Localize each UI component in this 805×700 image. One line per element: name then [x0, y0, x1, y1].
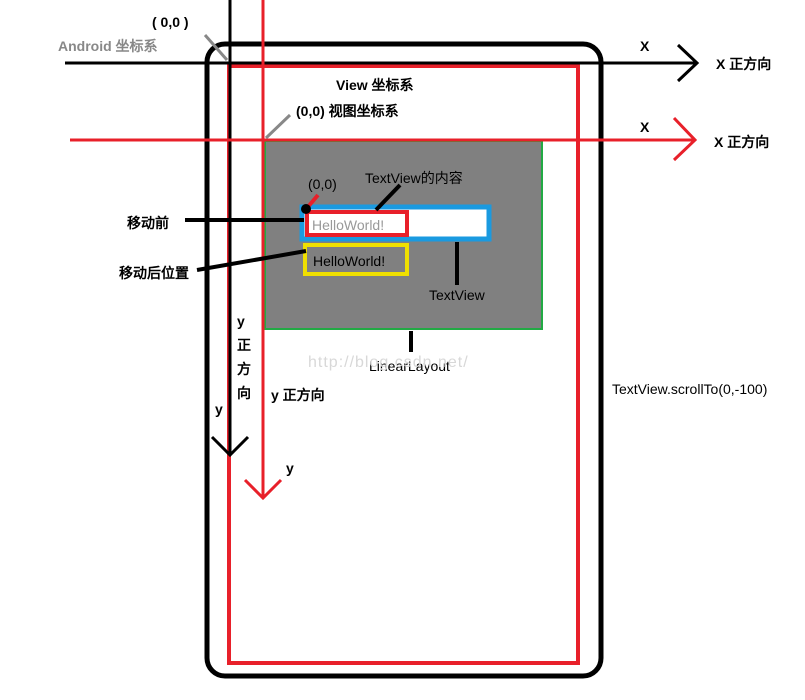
view-origin-pointer — [264, 113, 292, 140]
scroll-call-label: TextView.scrollTo(0,-100) — [612, 381, 767, 397]
android-y-label: y — [215, 401, 223, 417]
y-vertical-char-2: 正 — [237, 337, 251, 353]
android-x-positive-label: X 正方向 — [716, 56, 771, 72]
textview-content-label: TextView的内容 — [365, 170, 463, 186]
y-vertical-char-1: y — [237, 313, 245, 329]
y-vertical-char-3: 方 — [237, 361, 251, 377]
watermark-text: http://blog.csdn.net/ — [308, 354, 469, 371]
android-origin-label: ( 0,0 ) — [152, 14, 189, 30]
view-x-positive-label: X 正方向 — [714, 134, 769, 150]
view-x-arrowhead — [672, 116, 698, 162]
view-origin-label: (0,0) 视图坐标系 — [296, 103, 399, 119]
android-x-label: X — [640, 38, 650, 54]
content-box-before — [305, 210, 409, 237]
view-y-positive-label: y 正方向 — [271, 387, 325, 403]
view-system-label: View 坐标系 — [336, 77, 414, 93]
y-vertical-char-4: 向 — [237, 385, 251, 401]
view-y-label: y — [286, 460, 294, 476]
inner-origin-label: (0,0) — [308, 176, 337, 192]
before-move-label: 移动前 — [127, 215, 169, 231]
textview-content-pointer — [374, 183, 402, 212]
hello-before-text: HelloWorld! — [312, 217, 384, 233]
android-y-arrowhead — [210, 435, 250, 458]
view-x-label: X — [640, 119, 650, 135]
textview-label: TextView — [429, 287, 486, 303]
android-system-label: Android 坐标系 — [58, 38, 158, 54]
content-box-after — [303, 243, 409, 276]
hello-after-text: HelloWorld! — [313, 253, 385, 269]
inner-origin-dot — [301, 204, 311, 214]
view-y-arrowhead — [243, 478, 283, 501]
after-move-pointer — [196, 249, 307, 272]
linearlayout-label: LinearLayout — [369, 358, 450, 374]
phone-outline — [204, 41, 604, 679]
after-move-label: 移动后位置 — [119, 265, 189, 281]
android-x-arrowhead — [676, 43, 700, 83]
android-origin-pointer — [203, 34, 229, 61]
